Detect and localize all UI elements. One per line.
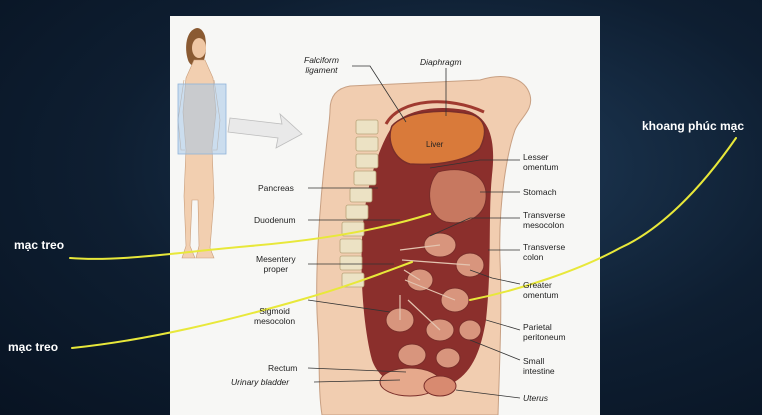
label-rectum: Rectum [268, 363, 298, 373]
label-parietal-peritoneum-line1: Parietal [523, 322, 552, 332]
label-small-intestine-line2: intestine [523, 366, 555, 376]
label-sigmoid-mesocolon-line1: Sigmoid [259, 306, 290, 316]
label-transverse-mesocolon-line2: mesocolon [523, 220, 565, 230]
label-greater-omentum: Greater omentum [523, 280, 558, 300]
label-diaphragm: Diaphragm [420, 57, 462, 67]
label-transverse-mesocolon-line1: Transverse [523, 210, 566, 220]
label-liver: Liver [426, 140, 444, 149]
label-uterus: Uterus [523, 393, 549, 403]
label-duodenum: Duodenum [254, 215, 296, 225]
label-transverse-colon-line2: colon [523, 252, 544, 262]
label-falciform-ligament-line1: Falciform [304, 55, 339, 65]
annotation-khoang-phuc-mac: khoang phúc mạc [642, 119, 745, 133]
label-falciform-ligament-line2: ligament [305, 65, 338, 75]
label-mesentery-proper-line1: Mesentery [256, 254, 296, 264]
label-lesser-omentum-line2: omentum [523, 162, 559, 172]
label-pancreas: Pancreas [258, 183, 294, 193]
label-parietal-peritoneum-line2: peritoneum [523, 332, 566, 342]
annotation-mac-treo-1: mạc treo [14, 238, 65, 252]
label-mesentery-proper: Mesentery proper [256, 254, 296, 274]
label-small-intestine-line1: Small [523, 356, 545, 366]
leader-lines [307, 65, 521, 399]
label-stomach: Stomach [523, 187, 557, 197]
label-transverse-colon-line1: Transverse [523, 242, 566, 252]
label-greater-omentum-line1: Greater [523, 280, 552, 290]
annotation-strokes [69, 137, 737, 349]
label-mesentery-proper-line2: proper [263, 264, 289, 274]
zoom-arrow-icon [227, 112, 303, 149]
label-sigmoid-mesocolon-line2: mesocolon [254, 316, 296, 326]
annotation-mac-treo-2: mạc treo [8, 340, 59, 354]
label-parietal-peritoneum: Parietal peritoneum [523, 322, 566, 342]
label-transverse-mesocolon: Transverse mesocolon [523, 210, 565, 230]
label-lesser-omentum: Lesser omentum [523, 152, 558, 172]
label-small-intestine: Small intestine [523, 356, 555, 376]
label-transverse-colon: Transverse colon [523, 242, 565, 262]
highlight-box [177, 83, 227, 155]
cross-section [316, 76, 532, 415]
label-lesser-omentum-line1: Lesser [523, 152, 549, 162]
label-urinary-bladder: Urinary bladder [231, 377, 290, 387]
label-falciform-ligament: Falciform ligament [304, 55, 339, 75]
label-greater-omentum-line2: omentum [523, 290, 559, 300]
label-sigmoid-mesocolon: Sigmoid mesocolon [254, 306, 295, 326]
